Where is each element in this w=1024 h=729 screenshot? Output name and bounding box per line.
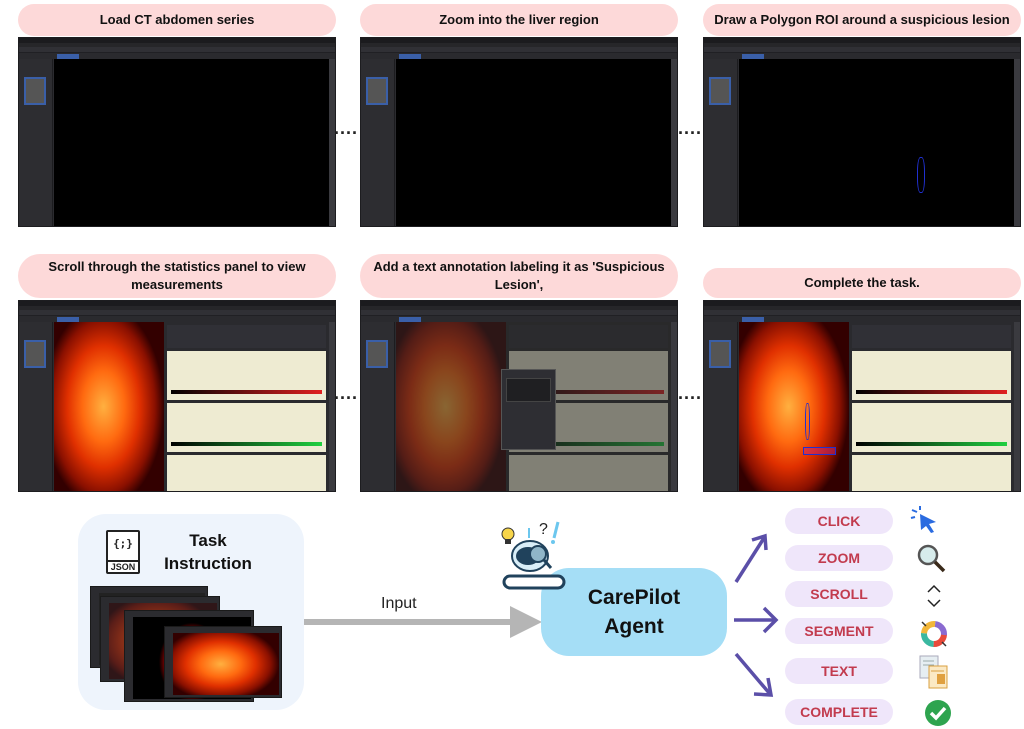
step-label: Scroll through the statistics panel to v… xyxy=(18,254,336,298)
action-text: TEXT xyxy=(785,658,893,684)
red-histogram xyxy=(167,350,326,400)
ct-viewport xyxy=(54,59,329,226)
ct-viewport xyxy=(396,322,671,491)
documents-icon xyxy=(918,655,950,689)
blue-histogram xyxy=(167,454,326,491)
series-thumbnail xyxy=(366,77,388,105)
task-instruction-title: Task Instruction xyxy=(164,531,252,573)
screenshot-text-annotation xyxy=(360,300,678,492)
screenshot-scroll-stats xyxy=(18,300,336,492)
task-instruction-box: {;} JSON Task Instruction xyxy=(78,514,304,710)
action-segment: SEGMENT xyxy=(785,618,893,644)
carepilot-agent-box: CarePilot Agent xyxy=(541,568,727,656)
svg-text:?: ? xyxy=(539,521,548,538)
step-label: Load CT abdomen series xyxy=(18,4,336,36)
screenshot-complete xyxy=(703,300,1021,492)
input-label: Input xyxy=(381,595,417,612)
action-zoom: ZOOM xyxy=(785,545,893,571)
step-label: Add a text annotation labeling it as 'Su… xyxy=(360,254,678,298)
action-scroll: SCROLL xyxy=(785,581,893,607)
series-thumbnail xyxy=(24,77,46,105)
step-label: Zoom into the liver region xyxy=(360,4,678,36)
screenshot-draw-roi xyxy=(703,37,1021,227)
statistics-panel[interactable] xyxy=(164,322,329,491)
ct-viewport xyxy=(396,59,671,226)
scroll-chevrons-icon xyxy=(918,580,950,612)
series-thumbnail xyxy=(709,340,731,368)
check-circle-icon xyxy=(922,697,954,729)
annotation-dialog[interactable] xyxy=(500,369,556,451)
robot-mascot-icon: ? xyxy=(496,518,576,596)
input-arrow xyxy=(304,619,526,625)
separator-dots: .... xyxy=(334,383,359,403)
flow-arrows xyxy=(734,533,779,697)
magnifier-icon xyxy=(915,542,947,574)
series-thumbnail xyxy=(24,340,46,368)
series-thumbnail xyxy=(366,340,388,368)
separator-dots: .... xyxy=(334,118,359,138)
polygon-roi xyxy=(805,403,810,441)
input-arrow-head xyxy=(510,606,542,638)
screenshot-load-ct xyxy=(18,37,336,227)
ct-viewport xyxy=(54,322,329,491)
stacked-screenshot xyxy=(164,626,282,698)
green-histogram xyxy=(167,402,326,452)
screenshot-zoom-liver xyxy=(360,37,678,227)
action-complete: COMPLETE xyxy=(785,699,893,725)
action-click: CLICK xyxy=(785,508,893,534)
cursor-click-icon xyxy=(908,504,940,536)
ct-viewport xyxy=(739,322,1014,491)
json-file-icon: {;} JSON xyxy=(106,530,140,574)
series-thumbnail xyxy=(709,77,731,105)
step-label: Complete the task. xyxy=(703,268,1021,298)
annotation-text-field[interactable] xyxy=(505,378,551,403)
segment-donut-icon xyxy=(918,618,950,650)
separator-dots: .... xyxy=(678,118,703,138)
text-annotation-box xyxy=(802,447,836,456)
polygon-roi xyxy=(917,157,925,193)
step-label: Draw a Polygon ROI around a suspicious l… xyxy=(703,4,1021,36)
ct-viewport xyxy=(739,59,1014,226)
separator-dots: .... xyxy=(678,383,703,403)
